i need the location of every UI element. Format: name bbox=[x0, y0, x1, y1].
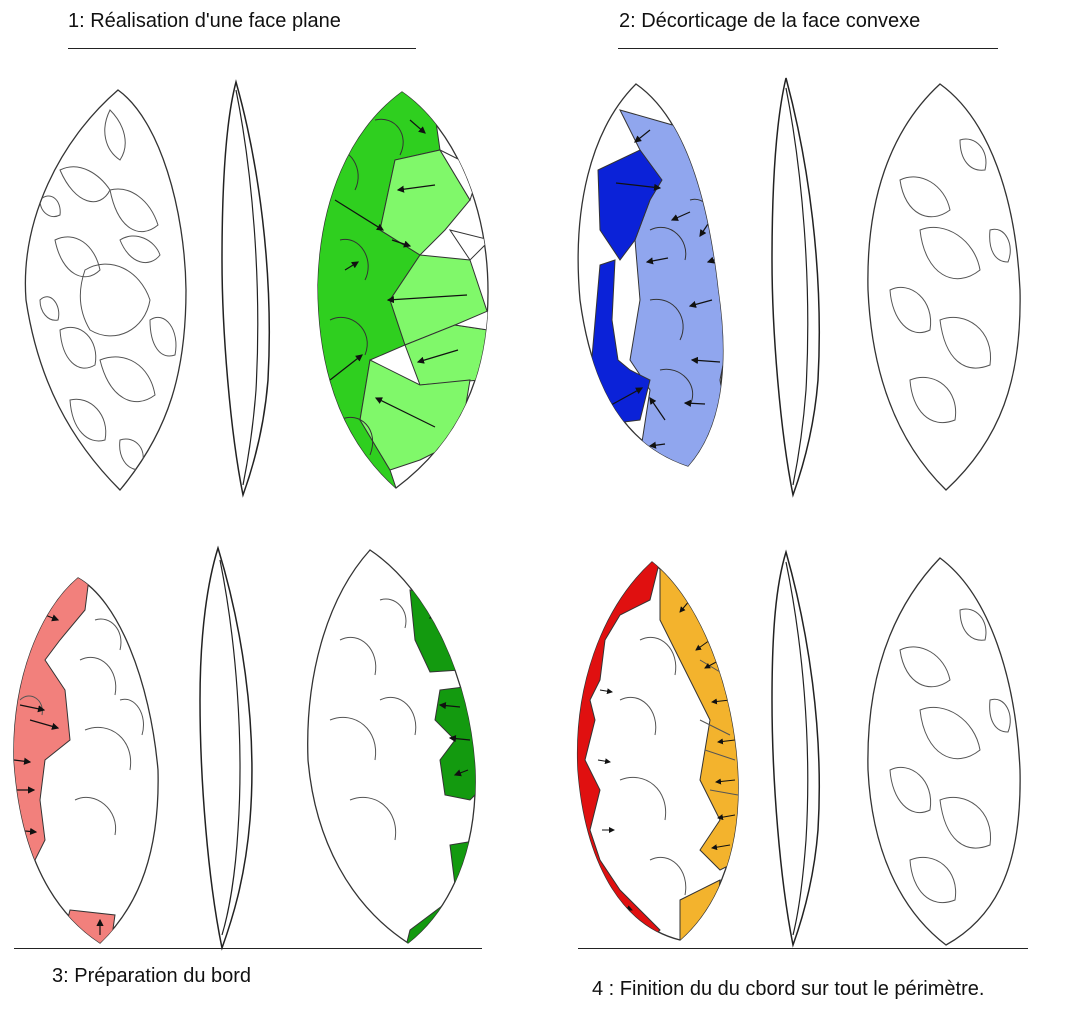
step3-caption: 3: Préparation du bord bbox=[52, 965, 252, 987]
step4-side-profile bbox=[771, 549, 820, 948]
step2-back-face bbox=[867, 83, 1021, 491]
step1-caption: 1: Réalisation d'une face plane bbox=[68, 10, 341, 32]
step4-caption: 4 : Finition du du cbord sur tout le pér… bbox=[592, 978, 985, 1000]
step1-front-face bbox=[24, 89, 187, 491]
step4-back-face bbox=[867, 557, 1021, 946]
step4-rule bbox=[578, 948, 1028, 949]
step3-front-face bbox=[13, 577, 159, 944]
step4-front-face bbox=[576, 561, 739, 941]
step2-side-profile bbox=[771, 77, 820, 498]
step2-worked-face bbox=[577, 83, 724, 467]
step1-worked-face bbox=[317, 91, 489, 489]
step3-side-profile bbox=[199, 545, 253, 951]
step3-rule bbox=[14, 948, 482, 949]
step3-back-face bbox=[307, 549, 476, 944]
step2-caption: 2: Décorticage de la face convexe bbox=[619, 10, 921, 32]
step2-rule bbox=[618, 48, 998, 49]
step1-side-profile bbox=[221, 79, 270, 498]
step1-rule bbox=[68, 48, 416, 49]
